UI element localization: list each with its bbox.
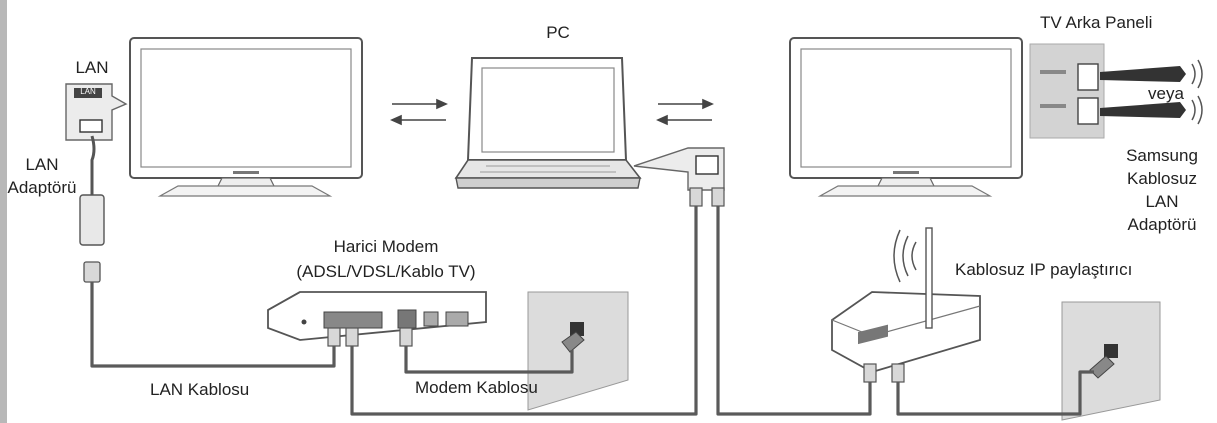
external-modem-type-label: (ADSL/VDSL/Kablo TV) <box>296 262 476 281</box>
lan-label: LAN <box>75 58 109 77</box>
tv-right <box>789 37 1023 197</box>
lan-cable-label: LAN Kablosu <box>150 380 250 399</box>
lan-adapter-label-line2: Adaptörü <box>7 178 77 197</box>
lan-port-callout <box>65 83 128 141</box>
wall-socket-right <box>1061 301 1161 421</box>
wireless-dongles <box>1100 59 1203 125</box>
wall-socket-middle <box>527 291 629 411</box>
lan-adapter-box <box>79 194 105 283</box>
external-modem <box>267 291 487 347</box>
lan-adapter-label-line1: LAN <box>25 155 59 174</box>
wireless-router-label: Kablosuz IP paylaştırıcı <box>955 260 1133 279</box>
samsung-wireless-label-line2: Kablosuz <box>1127 169 1197 188</box>
pc-label: PC <box>546 23 570 42</box>
wireless-router <box>831 227 981 383</box>
tv-back-panel <box>1029 43 1105 139</box>
tv-left <box>129 37 363 197</box>
cables <box>90 206 1094 416</box>
samsung-wireless-label-line1: Samsung <box>1126 146 1198 165</box>
samsung-wireless-label-line4: Adaptörü <box>1127 215 1197 234</box>
adapter-port-tag: LAN <box>80 87 96 96</box>
laptop-lan-port-callout <box>633 147 725 207</box>
external-modem-label: Harici Modem <box>333 237 439 256</box>
left-edge-bar <box>0 0 7 423</box>
samsung-wireless-label-line3: LAN <box>1145 192 1179 211</box>
laptop-pc <box>454 57 642 189</box>
or-label: veya <box>1148 84 1184 103</box>
tv-back-panel-label: TV Arka Paneli <box>1040 13 1153 32</box>
arrows-left <box>390 98 448 126</box>
lan-adapter-cable <box>90 135 96 195</box>
arrows-right <box>656 98 714 126</box>
modem-cable-label: Modem Kablosu <box>415 378 538 397</box>
